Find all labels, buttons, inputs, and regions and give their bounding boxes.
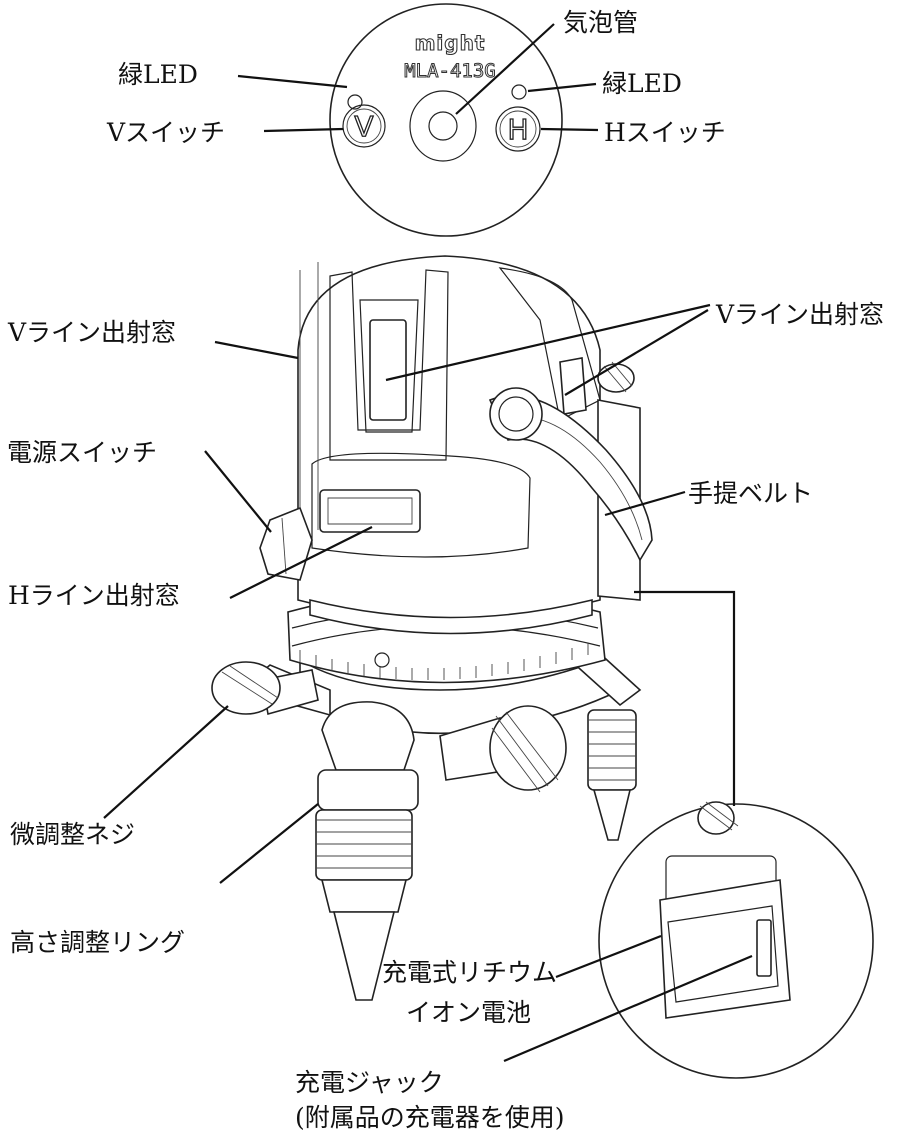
h-switch-letter: H	[507, 113, 528, 146]
label-green-led-left: 緑LED	[118, 60, 198, 89]
hand-strap	[488, 387, 653, 562]
label-power-switch: 電源スイッチ	[7, 438, 157, 467]
top-control-panel: might MLA-413G V H	[329, 3, 563, 237]
power-switch	[259, 506, 313, 581]
fine-adjust-knob-left	[211, 661, 319, 716]
green-led-left	[347, 94, 363, 110]
brand-logo: might	[415, 31, 486, 55]
leader-lines	[103, 23, 753, 1063]
model-number: MLA-413G	[404, 60, 496, 82]
bubble-vial	[409, 90, 477, 162]
leg-right	[587, 709, 637, 841]
label-charge-jack-line2: (附属品の充電器を使用)	[295, 1103, 565, 1132]
h-switch-button: H	[495, 106, 541, 152]
label-battery-line2: イオン電池	[406, 998, 531, 1027]
label-v-switch: Vスイッチ	[106, 118, 225, 147]
label-bubble-vial: 気泡管	[563, 8, 638, 37]
v-switch-button: V	[342, 104, 386, 148]
label-height-adjust-ring: 高さ調整リング	[10, 928, 185, 957]
label-battery-line1: 充電式リチウム	[382, 958, 557, 987]
panel-disc	[329, 3, 563, 237]
label-fine-adjust-screw: 微調整ネジ	[10, 820, 135, 849]
battery-inset	[598, 801, 874, 1079]
fine-adjust-knob-right	[439, 705, 567, 793]
label-green-led-right: 緑LED	[602, 69, 682, 98]
green-led-right	[511, 84, 527, 100]
leg-front	[315, 701, 419, 1001]
v-line-window-front	[369, 319, 407, 421]
v-line-window-right	[559, 357, 587, 415]
charge-jack	[756, 919, 772, 977]
label-v-line-window-right: Vライン出射窓	[715, 300, 884, 329]
label-v-line-window-left: Vライン出射窓	[7, 318, 176, 347]
v-switch-letter: V	[354, 110, 373, 143]
battery-pack	[659, 879, 791, 1019]
laser-level-body	[211, 255, 653, 1001]
label-charge-jack-line1: 充電ジャック	[295, 1068, 444, 1097]
callout-labels: 気泡管 緑LED 緑LED Vスイッチ Hスイッチ Vライン出射窓 Vライン出射…	[7, 8, 884, 1132]
h-line-window	[319, 489, 421, 533]
label-h-line-window: Hライン出射窓	[8, 581, 180, 610]
label-hand-belt: 手提ベルト	[688, 479, 813, 508]
label-h-switch: Hスイッチ	[604, 118, 726, 147]
